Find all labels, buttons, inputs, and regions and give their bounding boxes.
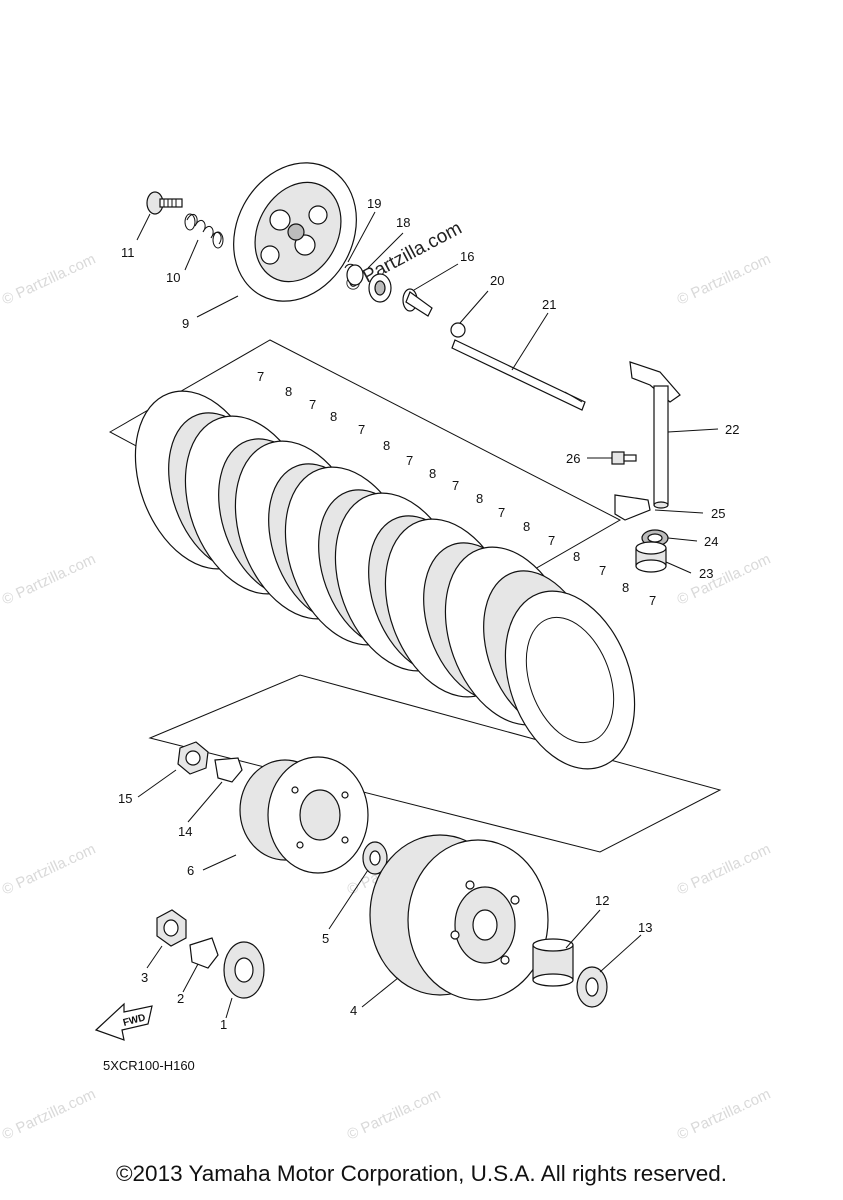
callout-8: 8 (429, 466, 436, 481)
bolt-11-shape (146, 191, 183, 215)
callout-26: 26 (566, 451, 580, 466)
forward-direction-arrow: FWD (94, 1002, 153, 1041)
plate-stack-bottom-boundary (148, 674, 722, 853)
nut-15-shape (177, 741, 209, 775)
lock-washer-14-shape (214, 757, 243, 783)
callout-15: 15 (118, 791, 132, 806)
bearing-23-shape (635, 541, 667, 573)
callout-7: 7 (257, 369, 264, 384)
ball-20-shape (450, 322, 466, 338)
callout-20: 20 (490, 273, 504, 288)
watermark-layer: © Partzilla.com © Partzilla.com © Partzi… (0, 218, 773, 1144)
callout-8: 8 (285, 384, 292, 399)
watermark: © Partzilla.com (675, 1086, 774, 1144)
lock-washer-2-shape (189, 937, 219, 969)
callout-7: 7 (452, 478, 459, 493)
spring-10-shape (184, 213, 224, 249)
leader-lines (136, 211, 719, 1019)
callout-14: 14 (178, 824, 192, 839)
watermark: © Partzilla.com (0, 841, 98, 899)
callout-1: 1 (220, 1017, 227, 1032)
callout-3: 3 (141, 970, 148, 985)
callout-9: 9 (182, 316, 189, 331)
callout-8: 8 (523, 519, 530, 534)
pressure-plate-9-shape (233, 162, 357, 302)
callout-19: 19 (367, 196, 381, 211)
watermark: © Partzilla.com (675, 841, 774, 899)
callout-18: 18 (396, 215, 410, 230)
callout-21: 21 (542, 297, 556, 312)
callout-8: 8 (622, 580, 629, 595)
clutch-housing-4-shape (369, 834, 549, 1001)
callout-8: 8 (476, 491, 483, 506)
watermark: © Partzilla.com (0, 1086, 98, 1144)
callout-24: 24 (704, 534, 718, 549)
diagram-code: 5XCR100-H160 (103, 1058, 195, 1073)
callout-4: 4 (350, 1003, 357, 1018)
callout-8: 8 (330, 409, 337, 424)
bearing-shape (368, 273, 392, 303)
washer-13-shape (576, 966, 608, 1008)
callout-25: 25 (711, 506, 725, 521)
drive-gear-1-shape (223, 941, 265, 999)
clutch-boss-6-shape (239, 756, 369, 874)
callout-5: 5 (322, 931, 329, 946)
nut-3-shape (156, 909, 187, 947)
watermark: © Partzilla.com (0, 251, 98, 309)
watermark: © Partzilla.com (675, 251, 774, 309)
callout-10: 10 (166, 270, 180, 285)
callout-12: 12 (595, 893, 609, 908)
callout-11: 11 (121, 245, 135, 260)
callout-23: 23 (699, 566, 713, 581)
callout-6: 6 (187, 863, 194, 878)
callout-7: 7 (599, 563, 606, 578)
push-rod-21-shape (451, 339, 586, 411)
thrust-washer-5-shape (362, 841, 388, 875)
callout-labels: 11 10 9 19 18 16 20 21 22 26 25 24 23 7 … (118, 196, 739, 1032)
callout-7: 7 (358, 422, 365, 437)
copyright-notice: ©2013 Yamaha Motor Corporation, U.S.A. A… (115, 1161, 728, 1186)
push-rod-16-shape (402, 288, 433, 317)
plate-25-shape (614, 494, 651, 521)
bolt-26-shape (611, 451, 637, 465)
callout-7: 7 (406, 453, 413, 468)
callout-7: 7 (548, 533, 555, 548)
callout-22: 22 (725, 422, 739, 437)
watermark: © Partzilla.com (345, 1086, 444, 1144)
watermark: © Partzilla.com (0, 551, 98, 609)
callout-7: 7 (309, 397, 316, 412)
callout-2: 2 (177, 991, 184, 1006)
collar-12-shape (532, 938, 574, 987)
callout-16: 16 (460, 249, 474, 264)
callout-8: 8 (573, 549, 580, 564)
callout-8: 8 (383, 438, 390, 453)
clutch-plate-stack (134, 390, 636, 770)
watermark: © Partzilla.com (675, 551, 774, 609)
callout-13: 13 (638, 920, 652, 935)
push-lever-shaft-22-shape (629, 361, 681, 509)
callout-7: 7 (649, 593, 656, 608)
washer-18-shape (346, 264, 364, 286)
callout-7: 7 (498, 505, 505, 520)
